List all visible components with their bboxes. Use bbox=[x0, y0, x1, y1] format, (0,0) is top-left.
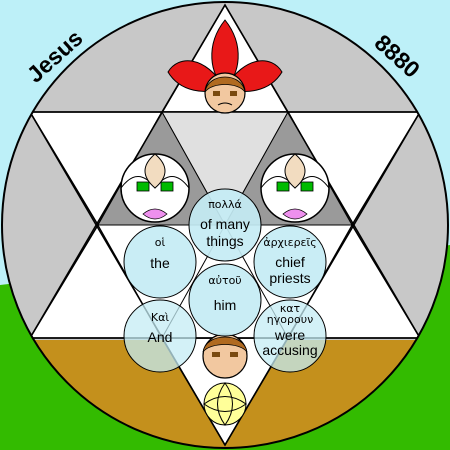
greek-word-polla: πολλά bbox=[208, 198, 242, 211]
greek-word-autou: αὐτοῦ bbox=[208, 274, 241, 287]
top-face bbox=[167, 19, 283, 114]
word-circle-polla: πολλά of many things bbox=[188, 188, 262, 262]
left-face bbox=[120, 153, 190, 223]
bottom-face bbox=[202, 333, 248, 426]
word-circle-autou: αὐτοῦ him bbox=[188, 263, 262, 337]
right-face bbox=[260, 153, 330, 223]
word-circle-kai: Καὶ And bbox=[123, 299, 197, 373]
word-circle-kategoroun: κατ ηγορουν were accusing bbox=[253, 299, 327, 373]
english-kategoroun-line1: were bbox=[274, 327, 306, 343]
english-kategoroun-line2: accusing bbox=[262, 342, 317, 358]
english-hoi: the bbox=[150, 255, 170, 271]
english-archiereis-line1: chief bbox=[275, 254, 305, 270]
word-circle-hoi: οἱ the bbox=[123, 225, 197, 299]
greek-word-kategoroun-line1: κατ bbox=[280, 302, 301, 315]
word-circle-archiereis: ἀρχιερεῖς chief priests bbox=[253, 225, 327, 299]
greek-word-archiereis: ἀρχιερεῖς bbox=[263, 236, 316, 249]
english-archiereis-line2: priests bbox=[269, 270, 310, 286]
greek-word-kategoroun-line2: ηγορουν bbox=[267, 313, 313, 326]
english-autou: him bbox=[214, 297, 237, 313]
english-polla-line1: of many bbox=[200, 216, 250, 232]
greek-word-kai: Καὶ bbox=[151, 311, 169, 324]
english-kai: And bbox=[148, 329, 173, 345]
english-polla-line2: things bbox=[206, 233, 243, 249]
greek-word-hoi: οἱ bbox=[155, 236, 166, 249]
